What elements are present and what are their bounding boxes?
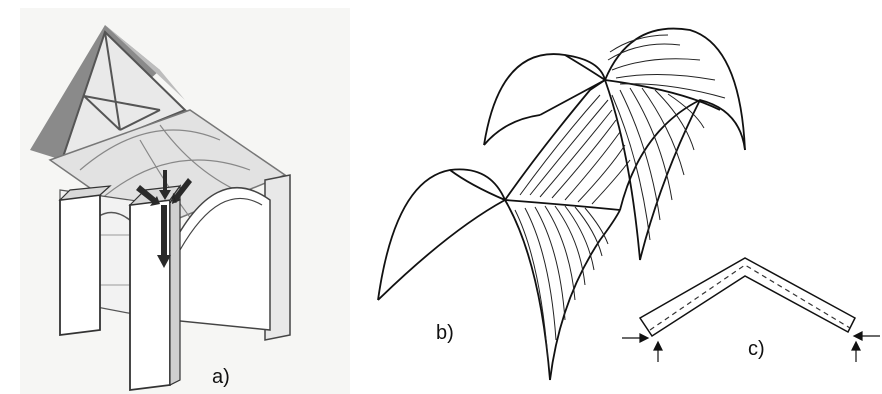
vault-outline [378, 29, 745, 380]
vault-cutaway-illustration: A [0, 0, 370, 394]
front-left-pier [60, 195, 100, 335]
web-hatching [515, 35, 725, 360]
bent-arch-shape [640, 258, 855, 336]
point-a-marker: A [170, 195, 177, 206]
label-c: c) [748, 338, 765, 361]
label-b: b) [436, 322, 454, 345]
label-a: a) [212, 366, 230, 389]
panel-a-vault-cutaway: A a) [0, 0, 370, 394]
panel-b-groin-vault: b) c) [370, 0, 882, 394]
